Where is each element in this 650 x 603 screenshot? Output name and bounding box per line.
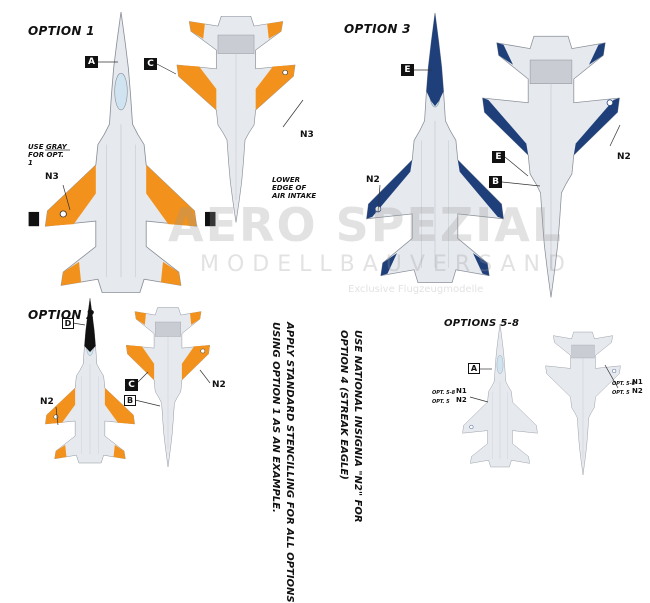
option-1-title: OPTION 1 bbox=[28, 24, 95, 38]
opt3-top-view bbox=[366, 12, 504, 283]
opt58-note-bottom-right: OPT. 5 bbox=[612, 390, 630, 396]
insignia-n2-left: N2 bbox=[456, 396, 467, 404]
leader-lines bbox=[45, 61, 621, 426]
opt1-top-view bbox=[28, 11, 216, 293]
option-2-title: OPTION 2 bbox=[28, 308, 95, 322]
insignia-n2-opt2-top: N2 bbox=[40, 397, 54, 407]
opt58-note-bottom: OPT. 5 bbox=[432, 399, 450, 405]
opt2-bottom-view bbox=[126, 307, 210, 468]
options-5-8-title: OPTIONS 5-8 bbox=[444, 318, 520, 329]
aircraft-drawings bbox=[28, 11, 621, 476]
insignia-n1-left: N1 bbox=[456, 387, 467, 395]
decal-tag-e: E bbox=[401, 64, 414, 76]
insignia-n1-right: N1 bbox=[632, 378, 643, 386]
opt58-note-top: OPT. 5-8 bbox=[432, 390, 456, 396]
opt2-top-view bbox=[45, 297, 135, 464]
opt58-top-view bbox=[462, 323, 538, 468]
note-use-gray: USE GRAY FOR OPT. 1 bbox=[28, 143, 67, 167]
opt1-bottom-view bbox=[176, 15, 296, 223]
decal-sheet: AERO SPEZIAL MODELLBAUVERSAND Exclusive … bbox=[28, 11, 643, 603]
opt58-note-top-right: OPT. 5-8 bbox=[612, 381, 636, 387]
decal-tag-c: C bbox=[144, 58, 157, 70]
opt58-bottom-view bbox=[545, 331, 621, 476]
insignia-n3-top: N3 bbox=[45, 172, 59, 182]
decal-tag-a-opt58: A bbox=[468, 363, 480, 374]
stencilling-note-line1: APPLY STANDARD STENCILLING FOR ALL OPTIO… bbox=[284, 322, 295, 603]
decal-tag-b-opt2: B bbox=[124, 395, 136, 406]
decal-tag-a: A bbox=[85, 56, 98, 68]
decal-tag-c-opt2: C bbox=[125, 379, 138, 391]
option-3-title: OPTION 3 bbox=[344, 22, 411, 36]
decal-tag-e-bottom: E bbox=[492, 151, 505, 163]
insignia-n3-bottom: N3 bbox=[300, 130, 314, 140]
stencilling-note-line2: USING OPTION 1 AS AN EXAMPLE. bbox=[270, 322, 281, 513]
decal-tag-d: D bbox=[62, 318, 74, 329]
note-lower-edge: LOWER EDGE OF AIR INTAKE bbox=[272, 176, 317, 200]
national-insignia-note-line2: OPTION 4 (STREAK EAGLE) bbox=[338, 330, 349, 480]
national-insignia-note-line1: USE NATIONAL INSIGNIA "N2" FOR bbox=[352, 330, 363, 523]
insignia-n2-right: N2 bbox=[632, 387, 643, 395]
insignia-n2-opt3-top: N2 bbox=[366, 175, 380, 185]
opt3-bottom-view bbox=[482, 35, 620, 298]
decal-tag-b: B bbox=[489, 176, 502, 188]
insignia-n2-opt3-bottom: N2 bbox=[617, 152, 631, 162]
insignia-n2-opt2-bottom: N2 bbox=[212, 380, 226, 390]
